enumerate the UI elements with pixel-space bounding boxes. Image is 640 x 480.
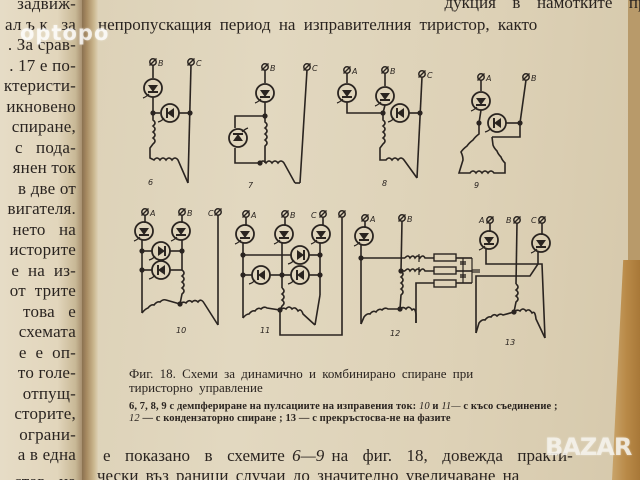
scheme-11: A B C [234,209,347,336]
svg-text:11: 11 [260,326,270,335]
svg-text:C: C [427,71,433,80]
left-page-line: ограни- [19,424,76,444]
svg-text:A: A [478,216,484,225]
svg-text:12: 12 [390,329,400,338]
left-page-line: нето на [12,219,76,239]
caption-title-line-2: тиристорно управление [129,380,263,395]
svg-text:A: A [149,209,155,218]
legend-and: и [432,401,439,412]
legend-text-1: 6, 7, 8, 9 с демпфериране на пулсациите … [129,401,417,412]
left-page-line: отпущ- [22,383,76,403]
scheme-10: A B C 10 [133,207,223,335]
left-page-line: вигателя. [7,199,76,218]
left-page-line: то голе- [17,363,76,382]
svg-text:B: B [407,215,413,224]
legend-ref-13: 13 [285,412,297,424]
left-page-line: . За срав- [7,35,76,54]
scheme-7: B C 7 [228,62,318,190]
svg-text:6: 6 [148,178,153,187]
left-page-line: е на из- [11,260,76,280]
svg-text:A: A [250,211,256,220]
left-page-text: задвиж-ал ъ к за. За срав-. 17 е по-ктер… [0,0,76,480]
figure-caption: Фиг. 18. Схеми за динамично и комбиниран… [129,367,559,424]
svg-text:B: B [187,209,193,218]
legend-text-4: — с прекръстосва-не на фазите [298,412,451,424]
left-page-line: спиране, [11,117,76,136]
svg-text:C: C [311,211,317,220]
svg-text:8: 8 [382,179,387,188]
left-page: задвиж-ал ъ к за. За срав-. 17 е по-ктер… [0,0,82,480]
left-page-line: задвиж- [17,0,76,13]
legend-ref-10: 10 [418,401,430,412]
bottom-text-pre: е показано в схемите [103,446,285,465]
svg-text:C: C [208,209,214,218]
left-page-line: ал ъ к за [5,14,76,34]
bottom-text-ref: 6—9 [292,446,325,465]
left-page-line: а в една [17,445,76,464]
left-page-line: това е [23,301,76,321]
svg-text:13: 13 [505,338,515,347]
svg-text:B: B [506,216,512,225]
scheme-13: A B C 13 [475,215,551,347]
legend-text-2: с късо съединение ; [463,401,558,412]
left-page-line: е е оп- [18,342,76,362]
svg-text:B: B [158,59,164,68]
scheme-9: A B 9 [457,72,537,190]
left-page-line: . 17 е по- [9,55,76,75]
svg-text:10: 10 [176,326,186,335]
figure-18-schematics: B C 6 B C [120,48,560,348]
left-page-line: сторите, [14,404,76,423]
left-page-line: янен ток [12,158,76,177]
svg-text:C: C [312,64,318,73]
caption-title: Фиг. 18. Схеми за динамично и комбиниран… [129,367,559,395]
svg-text:7: 7 [248,181,254,190]
left-page-line: ктеристи- [3,76,76,95]
bottom-text-line-2: чески въз раници случаи до значително ув… [97,466,520,480]
svg-text:A: A [369,215,375,224]
svg-text:A: A [485,74,491,83]
left-page-line: историте [9,240,76,259]
scheme-12: A B [353,213,480,338]
left-page-line: в две от [18,178,76,198]
left-page-line: с пода- [14,137,76,157]
circuit-diagrams: B C 6 B C [133,57,551,347]
book-gutter [82,0,98,480]
left-page-line: икновено [6,96,76,116]
caption-legend: 6, 7, 8, 9 с демпфериране на пулсациите … [129,401,559,424]
scheme-8: A B C 8 [336,65,433,188]
svg-text:B: B [390,67,396,76]
legend-ref-12: 12 [129,412,140,424]
left-page-line: схемата [18,322,76,341]
svg-text:9: 9 [474,181,479,190]
left-page-line: став на [0,472,76,480]
legend-ref-11: 11— [441,401,461,412]
top-text-line-2: непропускащия период на изправителния ти… [98,15,538,34]
svg-text:B: B [270,64,276,73]
svg-text:A: A [351,67,357,76]
bottom-text-line-1: е показано в схемите 6—9 на фиг. 18, дов… [103,446,623,466]
bottom-text-post: на фиг. 18, довежда практи- [324,446,573,465]
svg-text:C: C [196,59,202,68]
svg-text:C: C [531,216,537,225]
scheme-6: B C 6 [142,57,202,187]
bottom-paragraph: е показано в схемите 6—9 на фиг. 18, дов… [97,446,623,480]
top-text-line-1: дукция в намотките през [98,0,640,12]
legend-text-3: — с кондензаторно спиране ; [142,412,283,424]
svg-text:B: B [531,74,537,83]
left-page-line: от трите [9,281,76,300]
caption-title-line-1: Фиг. 18. Схеми за динамично и комбиниран… [129,366,474,381]
svg-text:B: B [290,211,296,220]
top-paragraph: дукция в намотките през непропускащия пе… [98,0,640,36]
